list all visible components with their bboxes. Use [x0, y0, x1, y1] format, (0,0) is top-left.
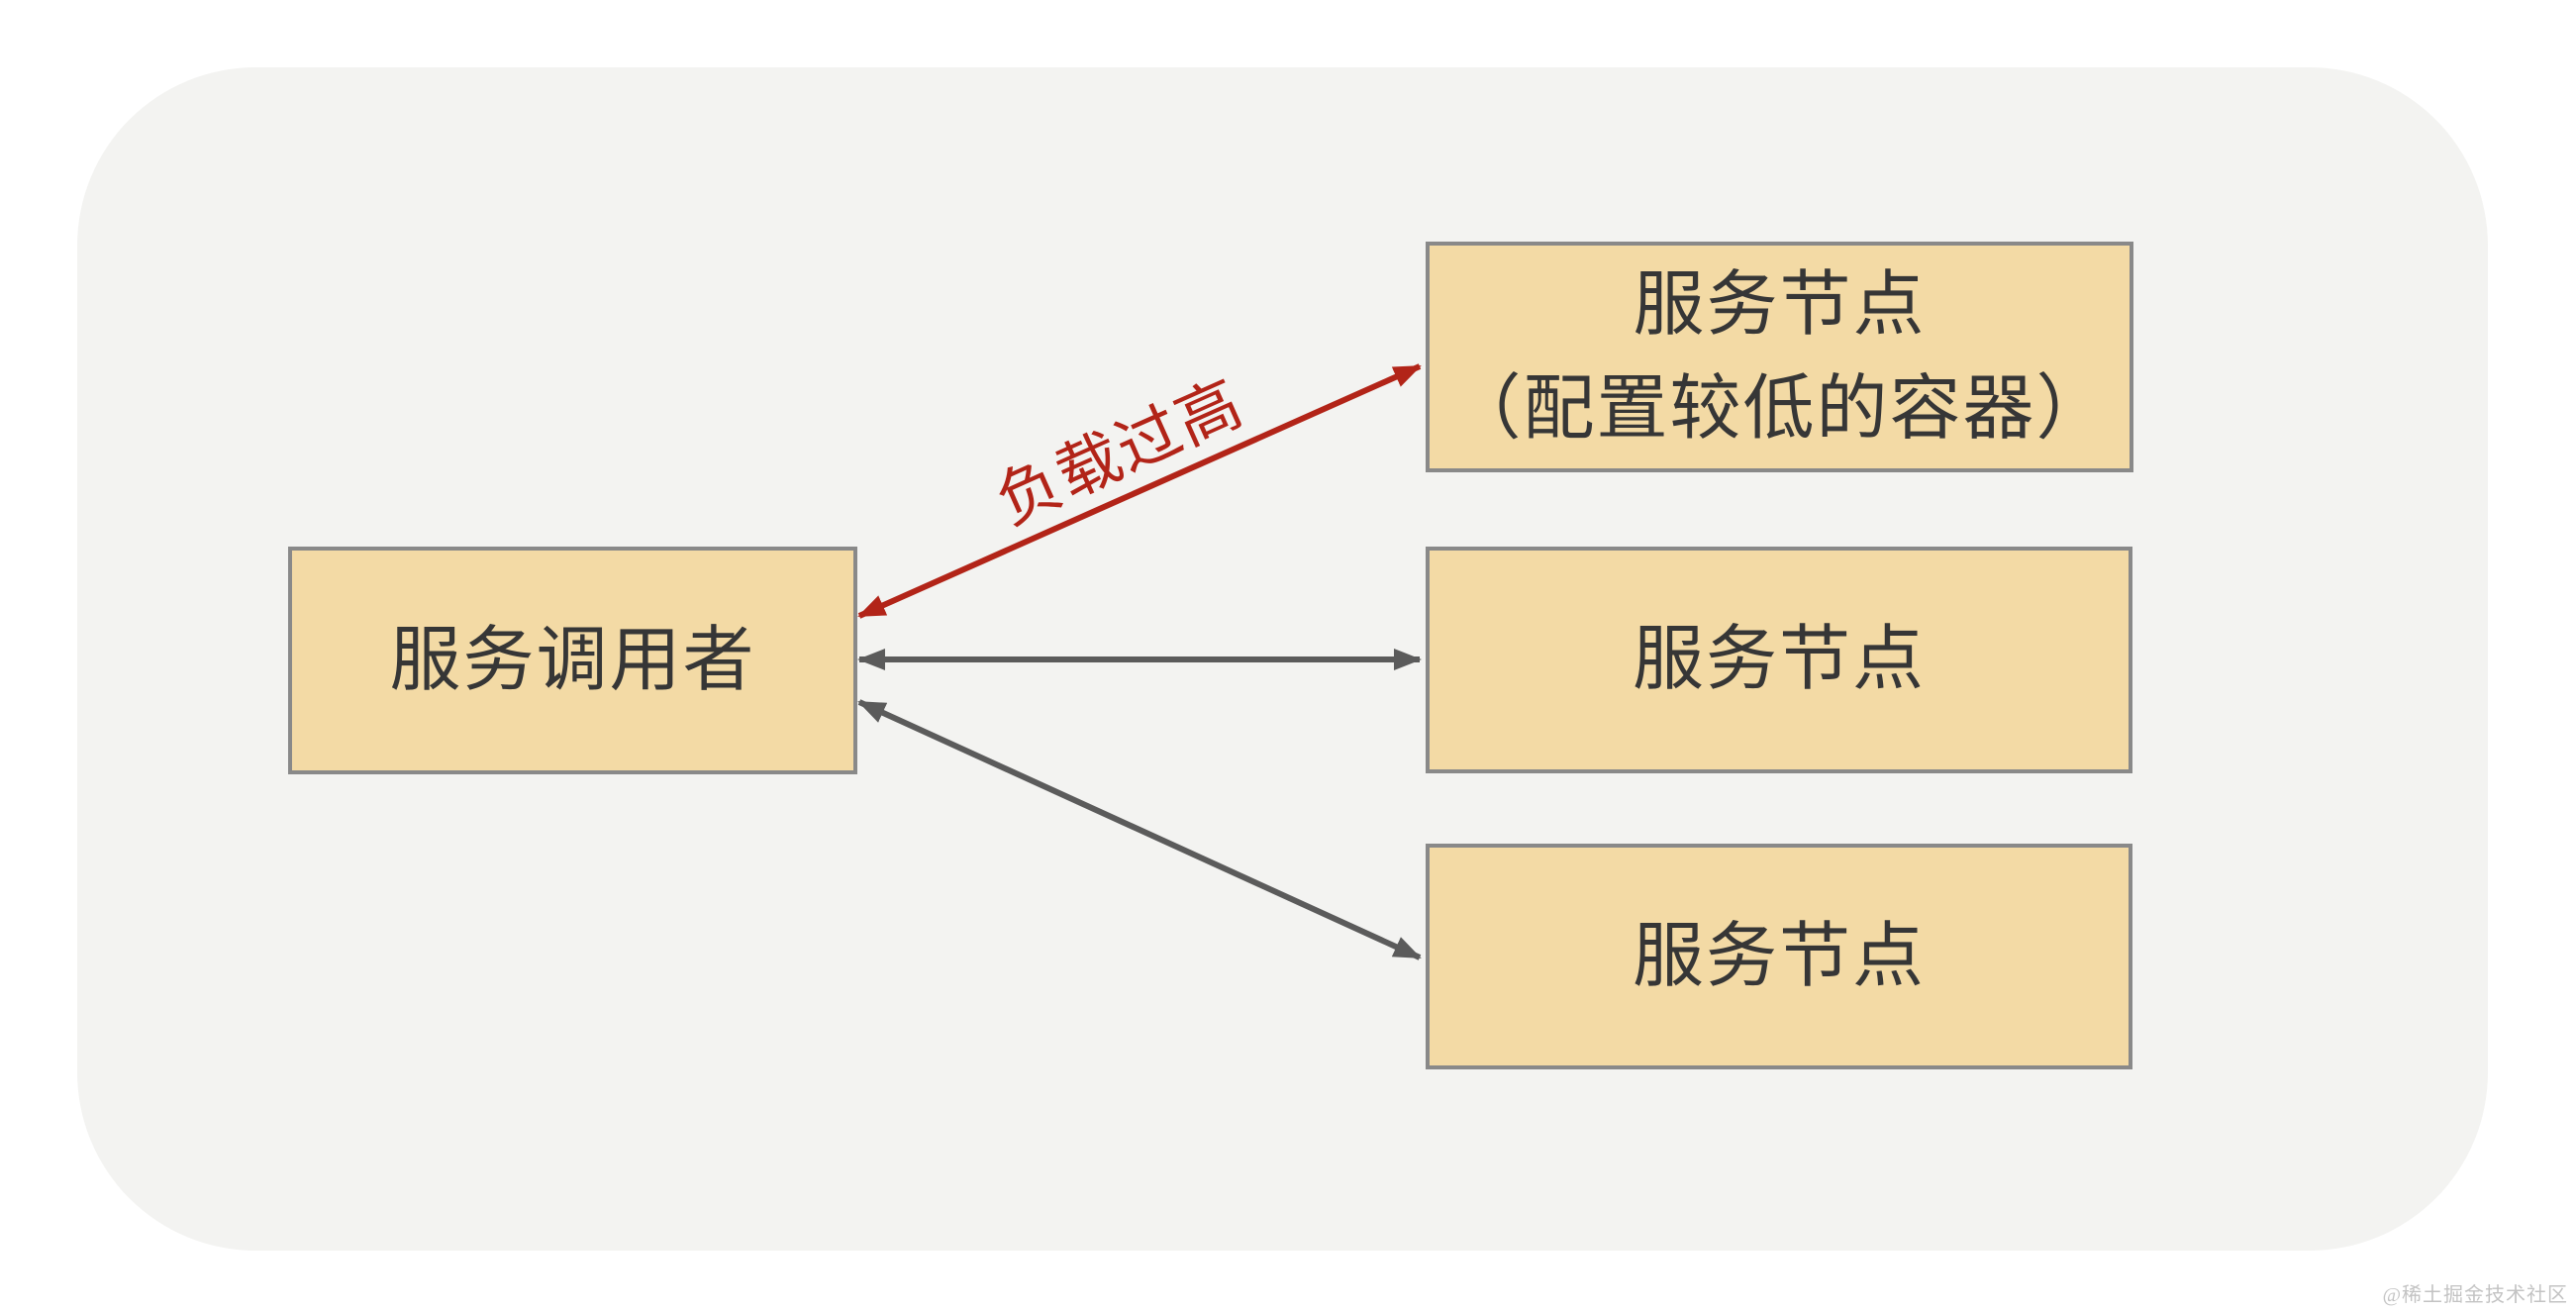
node-box-1-label-line2: （配置较低的容器）	[1449, 368, 2110, 449]
node-box-1: 服务节点 （配置较低的容器）	[1426, 242, 2133, 472]
caller-box-label: 服务调用者	[389, 620, 756, 700]
node-box-1-label-line1: 服务节点	[1633, 265, 1927, 346]
node-box-2-label: 服务节点	[1632, 620, 1926, 700]
watermark: @稀土掘金技术社区	[2382, 1284, 2568, 1306]
caller-box: 服务调用者	[288, 547, 857, 774]
node-box-2: 服务节点	[1426, 547, 2132, 773]
node-box-3: 服务节点	[1426, 844, 2132, 1069]
node-box-3-label: 服务节点	[1632, 916, 1926, 996]
